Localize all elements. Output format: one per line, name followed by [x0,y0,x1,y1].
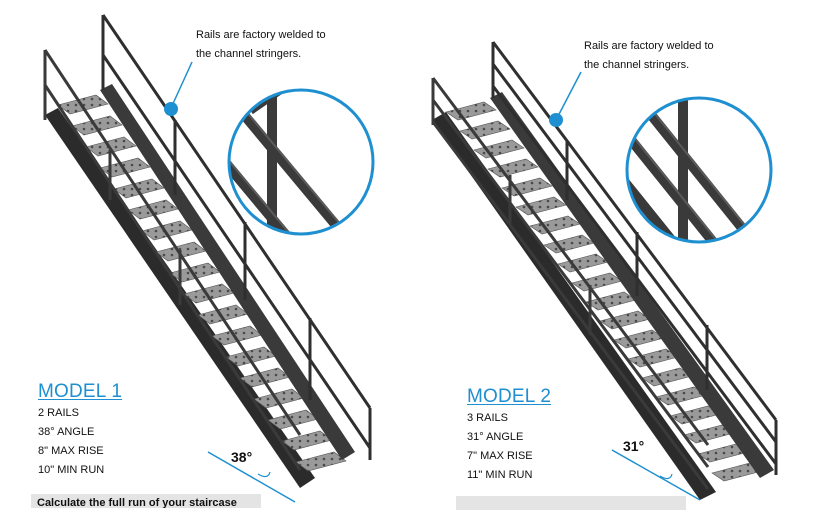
note-bar-1: Calculate the full run of your staircase [31,494,261,508]
weld-detail-circle-2 [625,96,773,244]
spec-rails: 2 RAILS [38,407,79,419]
callout-dot-2 [549,113,563,127]
model-1-specs: 2 RAILS 38° ANGLE 8" MAX RISE 10" MIN RU… [38,404,104,480]
model-2-angle-label: 31° [623,438,645,454]
note-text: Calculate the full run of your staircase [37,497,237,508]
callout-leader-2 [555,71,582,121]
angle-arc-2 [659,473,673,480]
spec-rails: 3 RAILS [467,412,508,424]
model-1-angle-label: 38° [231,449,253,465]
angle-arc [257,471,271,478]
callout-dot-1 [164,102,178,116]
spec-min-run: 10" MIN RUN [38,464,105,476]
staircase-model-1 [43,14,372,503]
spec-min-run: 11" MIN RUN [467,469,533,481]
staircase-model-2 [431,41,778,501]
model-1-title: MODEL 1 [38,381,123,402]
angle-baseline [207,451,296,503]
spec-max-rise: 8" MAX RISE [38,445,104,457]
callout-line-1: Rails are factory welded to [196,29,326,41]
rails-back-model-2 [431,77,710,490]
treads-model-2 [445,101,763,482]
callout-leader-1 [170,61,193,109]
model-2-title: MODEL 2 [467,386,552,407]
spec-angle: 38° ANGLE [38,426,95,438]
front-stringer-2 [490,92,774,478]
callout-text-2: Rails are factory welded to the channel … [584,37,714,75]
rails-front-model-2 [491,41,778,475]
note-bar-2 [456,496,686,510]
spec-max-rise: 7" MAX RISE [467,450,533,462]
callout-line-2: the channel stringers. [196,48,302,60]
front-stringer [100,84,355,460]
angle-baseline-2 [611,449,701,501]
spec-angle: 31° ANGLE [467,431,524,443]
rails-front-model-1 [101,14,372,460]
callout-line-2: the channel stringers. [584,59,690,71]
model-2-specs: 3 RAILS 31° ANGLE 7" MAX RISE 11" MIN RU… [467,409,533,485]
callout-line-1: Rails are factory welded to [584,40,714,52]
rails-back-model-1 [43,49,302,471]
callout-text-1: Rails are factory welded to the channel … [196,26,326,64]
